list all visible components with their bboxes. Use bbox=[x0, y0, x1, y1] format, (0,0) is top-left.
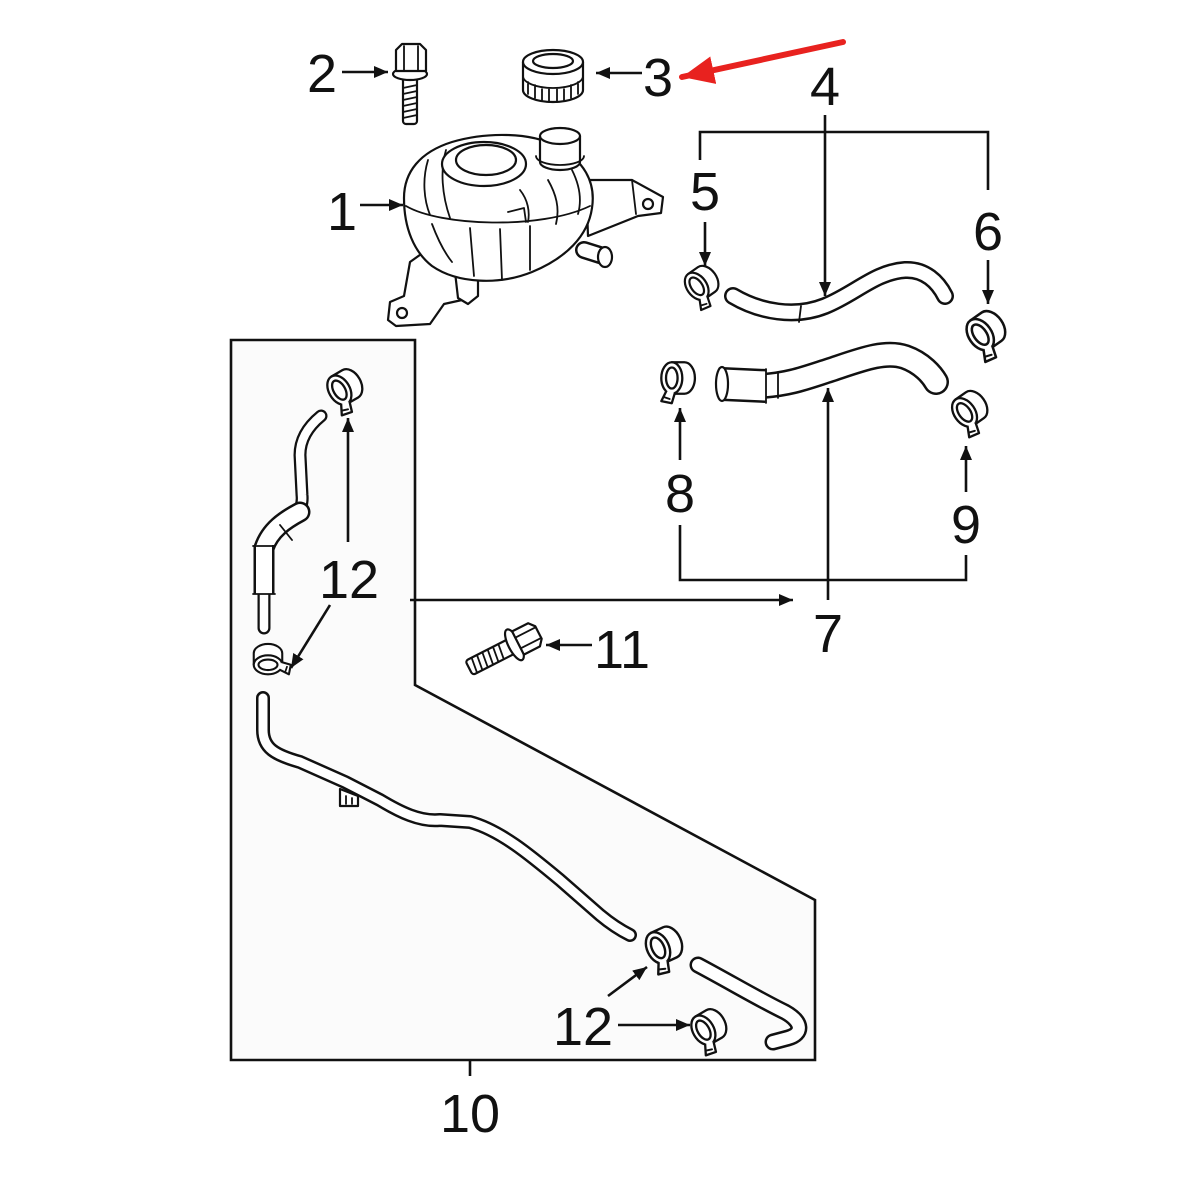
reservoir-neck-top bbox=[538, 126, 582, 146]
pipe-10-bracket bbox=[338, 787, 360, 808]
bracket-7 bbox=[678, 525, 968, 582]
leader-arrow-12-lower bbox=[607, 965, 648, 998]
highlight-arrow bbox=[679, 39, 846, 84]
assembly-10-box bbox=[229, 338, 817, 1062]
bolt-2-hex-head bbox=[394, 42, 428, 73]
bolt-2-hex-edges bbox=[403, 45, 419, 72]
hose-7-end-face bbox=[714, 365, 730, 403]
leader-arrow-12-down bbox=[289, 604, 332, 669]
reservoir-seam-and-ribs bbox=[405, 149, 591, 281]
reservoir-outlet-end bbox=[596, 245, 614, 269]
callout-12-lower: 12 bbox=[553, 997, 613, 1057]
bolt-11-hex-edges bbox=[514, 626, 543, 650]
pipe-10-joint-edges bbox=[252, 524, 293, 595]
reservoir-filler-dome-inner bbox=[454, 143, 518, 177]
hose-assembly-10 bbox=[252, 409, 808, 1051]
callout-labels: 1 2 3 4 5 6 7 8 9 10 11 12 12 bbox=[307, 44, 1003, 1144]
bolt-11-threads bbox=[470, 643, 505, 674]
hose-clamp-8 bbox=[660, 361, 697, 405]
flange-bolt-2 bbox=[391, 42, 429, 126]
hose-7 bbox=[714, 341, 949, 404]
reservoir-bracket-hole bbox=[641, 197, 655, 211]
hose-7-end-fill bbox=[721, 369, 767, 401]
pipe-10-long-fill bbox=[258, 693, 635, 940]
callout-2: 2 bbox=[307, 44, 337, 104]
hose-10-end-fill bbox=[692, 959, 805, 1048]
hose-clamp-5 bbox=[678, 260, 730, 313]
cap-3-top-inner bbox=[531, 52, 575, 70]
callout-11: 11 bbox=[594, 620, 650, 680]
hose-4 bbox=[724, 261, 954, 323]
callout-6: 6 bbox=[973, 202, 1003, 262]
callout-9: 9 bbox=[951, 495, 981, 555]
pipe-10-sleeve-fill bbox=[256, 504, 308, 556]
cap-3-ribs bbox=[522, 75, 584, 103]
reservoir-neck-ring bbox=[535, 155, 585, 166]
callout-8: 8 bbox=[665, 464, 695, 524]
flange-bolt-11 bbox=[465, 622, 543, 676]
reservoir-neck bbox=[538, 134, 582, 172]
pipe-10-bracket-detail bbox=[345, 795, 353, 805]
callout-7: 7 bbox=[813, 604, 843, 664]
hose-7-end-edges bbox=[765, 368, 779, 404]
bolt-2-threads bbox=[402, 84, 418, 119]
reservoir-bracket-edge bbox=[631, 179, 637, 215]
hose-4-fill bbox=[726, 263, 952, 319]
hose-4-mark bbox=[798, 305, 802, 323]
callout-12-upper: 12 bbox=[319, 550, 379, 610]
callout-4: 4 bbox=[810, 57, 840, 117]
coolant-reservoir-1 bbox=[386, 126, 665, 328]
reservoir-foot-hole bbox=[395, 306, 409, 320]
reservoir-cap-3 bbox=[521, 48, 585, 104]
leader-lines bbox=[289, 39, 994, 1076]
bracket-4 bbox=[698, 130, 990, 190]
hose-clamp-9 bbox=[945, 385, 1000, 441]
callout-10: 10 bbox=[440, 1084, 500, 1144]
hose-clamp-6 bbox=[959, 304, 1019, 366]
bolt-11-hex-head bbox=[510, 622, 543, 656]
callout-3: 3 bbox=[643, 48, 673, 108]
hose-7-fill bbox=[751, 344, 947, 397]
callout-1: 1 bbox=[327, 182, 357, 242]
callout-5: 5 bbox=[690, 162, 720, 222]
